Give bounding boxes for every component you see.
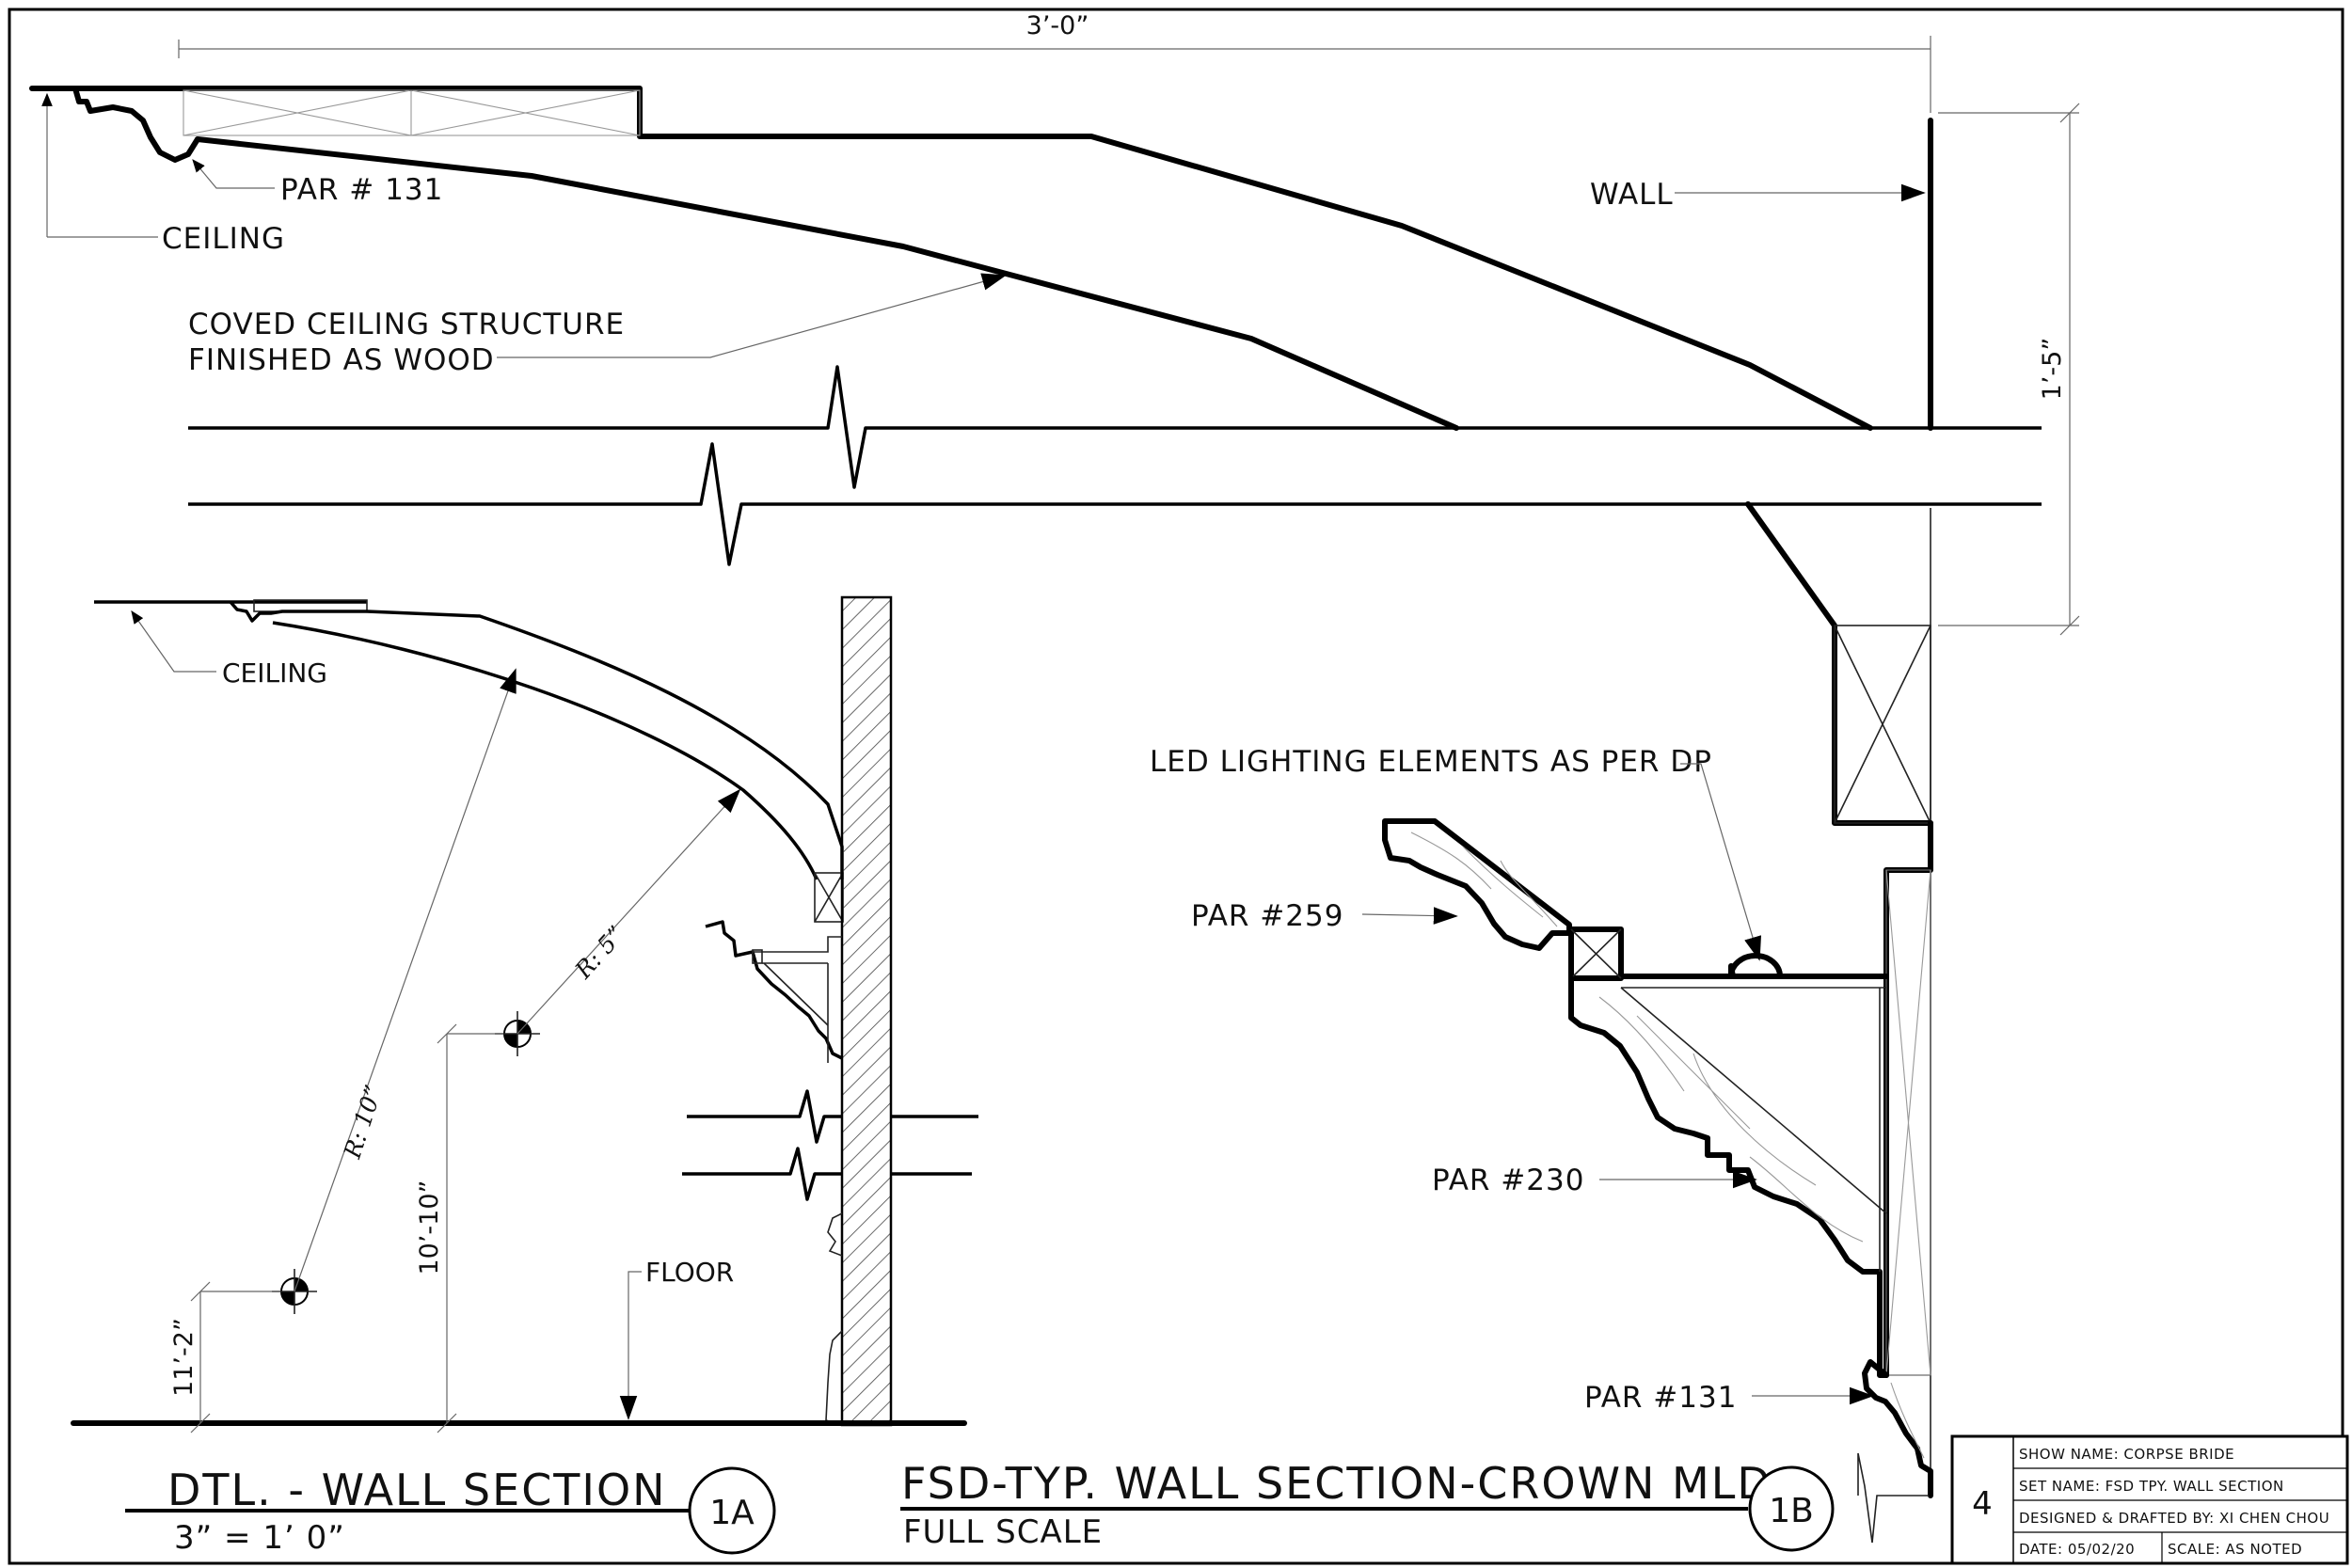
par-131-profile-bottom xyxy=(1862,1359,1933,1498)
bubble-1a-label: 1A xyxy=(709,1494,755,1532)
crown-block xyxy=(1568,927,1624,981)
label-par-131-top: PAR # 131 xyxy=(280,173,443,207)
slab-top-line xyxy=(188,365,2042,489)
bubble-1b-label: 1B xyxy=(1769,1492,1814,1530)
title-1b: FSD-TYP. WALL SECTION-CROWN MLD. FULL SC… xyxy=(900,1458,1835,1552)
set-name: SET NAME: FSD TPY. WALL SECTION xyxy=(2019,1478,2284,1495)
crown-molding-small xyxy=(705,920,843,1060)
label-par-259: PAR #259 xyxy=(1191,899,1343,933)
title-1b-text: FSD-TYP. WALL SECTION-CROWN MLD. xyxy=(901,1458,1788,1509)
radius-small-label: R: 5” xyxy=(569,921,630,985)
label-coved-line2: FINISHED AS WOOD xyxy=(188,343,495,377)
show-name: SHOW NAME: CORPSE BRIDE xyxy=(2019,1446,2234,1463)
overall-dimension-label: 3’-0” xyxy=(1026,11,1089,40)
sheet-border xyxy=(8,8,2344,1565)
crown-wall-profile xyxy=(1883,820,1933,1378)
label-par-230: PAR #230 xyxy=(1432,1164,1584,1197)
label-ceiling-left: CEILING xyxy=(222,657,327,689)
elevation-upper-label: 10’-10” xyxy=(415,1180,444,1275)
title-block: 4 SHOW NAME: CORPSE BRIDE SET NAME: FSD … xyxy=(1950,1434,2349,1565)
title-1a-text: DTL. - WALL SECTION xyxy=(167,1465,667,1515)
label-coved-line1: COVED CEILING STRUCTURE xyxy=(188,308,625,341)
height-dimension-label: 1’-5” xyxy=(2038,338,2067,401)
led-element xyxy=(1728,953,1783,979)
elevation-lower-label: 11’-2” xyxy=(169,1318,199,1397)
sheet-number: 4 xyxy=(1972,1485,1993,1523)
radius-large-leader xyxy=(294,668,516,1292)
radius-large-label: R: 10” xyxy=(338,1082,388,1163)
title-1a-scale: 3” = 1’ 0” xyxy=(174,1519,345,1557)
designer: DESIGNED & DRAFTED BY: XI CHEN CHOU xyxy=(2019,1510,2329,1527)
date: DATE: 05/02/20 xyxy=(2019,1541,2135,1558)
slab-bottom-line xyxy=(188,442,2042,566)
crown-shelf xyxy=(1618,963,1889,979)
par-131-profile-top xyxy=(72,86,200,163)
scale: SCALE: AS NOTED xyxy=(2168,1541,2302,1558)
bubble-1b xyxy=(1748,1465,1835,1552)
bubble-1a xyxy=(688,1466,776,1555)
title-1b-scale: FULL SCALE xyxy=(903,1513,1103,1551)
label-led: LED LIGHTING ELEMENTS AS PER DP xyxy=(1150,745,1712,779)
cove-arc-inner xyxy=(272,621,818,880)
label-floor: FLOOR xyxy=(645,1257,734,1288)
detail-1a-wall-section: R: 10” R: 5” 10’-10” 11’-2” CEILING FLOO… xyxy=(71,595,978,1433)
bulkhead-line xyxy=(1745,501,1933,826)
ceiling-top-line xyxy=(29,86,1873,431)
par-259-profile xyxy=(1382,818,1572,951)
coved-ceiling-structure xyxy=(195,136,1459,431)
label-wall: WALL xyxy=(1590,178,1674,212)
label-par-131-bottom: PAR #131 xyxy=(1584,1381,1737,1415)
hatched-wall xyxy=(840,595,893,1427)
detail-1b-crown-molding: LED LIGHTING ELEMENTS AS PER DP PAR #259… xyxy=(1150,745,1933,1544)
coved-ceiling-section: 3’-0” 1’-5” CEILING xyxy=(29,11,2080,1496)
title-1a: DTL. - WALL SECTION 3” = 1’ 0” 1A xyxy=(125,1465,776,1557)
label-ceiling-top: CEILING xyxy=(162,222,285,256)
par-230-profile xyxy=(1568,975,1889,1378)
cove-arc-outer xyxy=(366,610,844,879)
radius-small-leader xyxy=(516,788,741,1035)
